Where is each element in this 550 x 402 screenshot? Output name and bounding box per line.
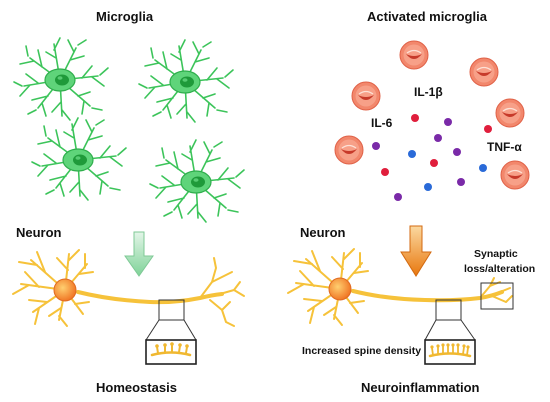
synaptic-label-line2: loss/alteration bbox=[464, 263, 536, 275]
zoom-box-icon bbox=[424, 299, 476, 365]
cytokine-label-tnfa: TNF-α bbox=[487, 140, 522, 154]
down-arrow-icon bbox=[400, 225, 432, 277]
neuron-icon bbox=[287, 248, 513, 326]
cytokine-dots bbox=[372, 114, 492, 201]
increased-spine-density-label: Increased spine density bbox=[302, 345, 422, 357]
microglia-title: Microglia bbox=[96, 9, 154, 24]
microglia-cell-icon bbox=[149, 139, 245, 223]
cytokine-label-il6: IL-6 bbox=[371, 116, 393, 130]
microglia-cell-icon bbox=[138, 39, 234, 123]
activated-microglia-cell-icon bbox=[500, 160, 530, 190]
activated-microglia-cell-icon bbox=[399, 40, 429, 70]
synaptic-label-line1: Synaptic bbox=[474, 248, 518, 260]
neuroinflammation-label: Neuroinflammation bbox=[361, 380, 480, 395]
microglia-cell-icon bbox=[31, 117, 127, 201]
homeostasis-label: Homeostasis bbox=[96, 380, 177, 395]
down-arrow-icon bbox=[124, 231, 154, 277]
cytokine-label-il1b: IL-1β bbox=[414, 85, 443, 99]
neuron-icon bbox=[12, 249, 245, 327]
activated-microglia-title: Activated microglia bbox=[367, 9, 487, 24]
activated-microglia-cell-icon bbox=[351, 81, 381, 111]
neuron-label-right: Neuron bbox=[300, 225, 346, 240]
neuron-label-left: Neuron bbox=[16, 225, 62, 240]
zoom-box-icon bbox=[145, 299, 197, 365]
activated-microglia-cell-icon bbox=[334, 135, 364, 165]
activated-microglia-cell-icon bbox=[495, 98, 525, 128]
zoom-box-icon bbox=[480, 282, 514, 310]
microglia-cell-icon bbox=[13, 37, 109, 121]
activated-microglia-cell-icon bbox=[469, 57, 499, 87]
